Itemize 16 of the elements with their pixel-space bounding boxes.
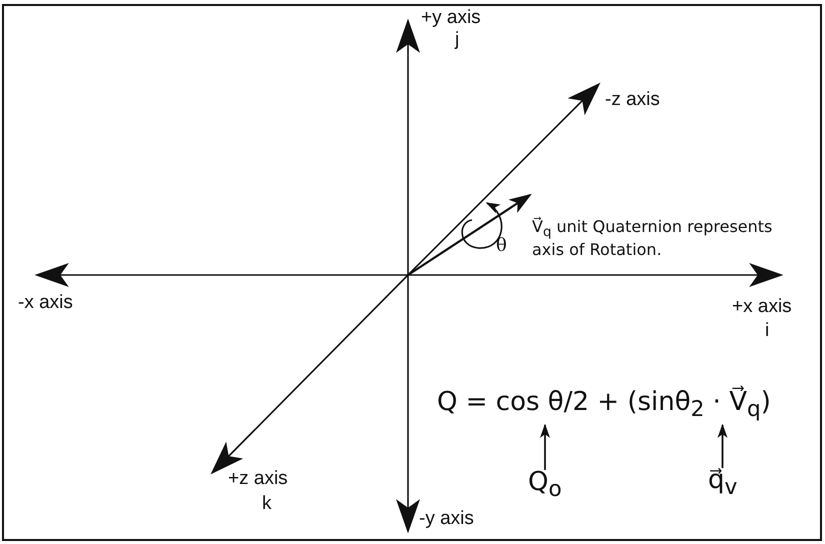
axis-label: -y axis [419,508,474,530]
axis-label: i [765,320,770,342]
angle-label: θ [496,236,507,257]
axis-label: -x axis [18,292,73,314]
axis-label: +y axis [421,7,481,29]
formula-term: Q$_{o}$ [528,468,562,502]
formula-term: q⃗$_{v}$ [708,466,738,500]
axis-label: +z axis [228,468,288,490]
axis-label: k [262,493,272,515]
arrow [718,424,728,468]
arrow [540,424,550,470]
axis-label: j [455,29,460,51]
axis-label: -z axis [605,89,660,111]
formula: Q = cos θ/2 + (sinθ$_{2}$ · V⃗$_{q}$) [437,388,771,422]
axis-label: +x axis [732,296,792,318]
annotation-text: V⃗$_{q}$ unit Quaternion represents axis of Rotation. [532,218,774,259]
